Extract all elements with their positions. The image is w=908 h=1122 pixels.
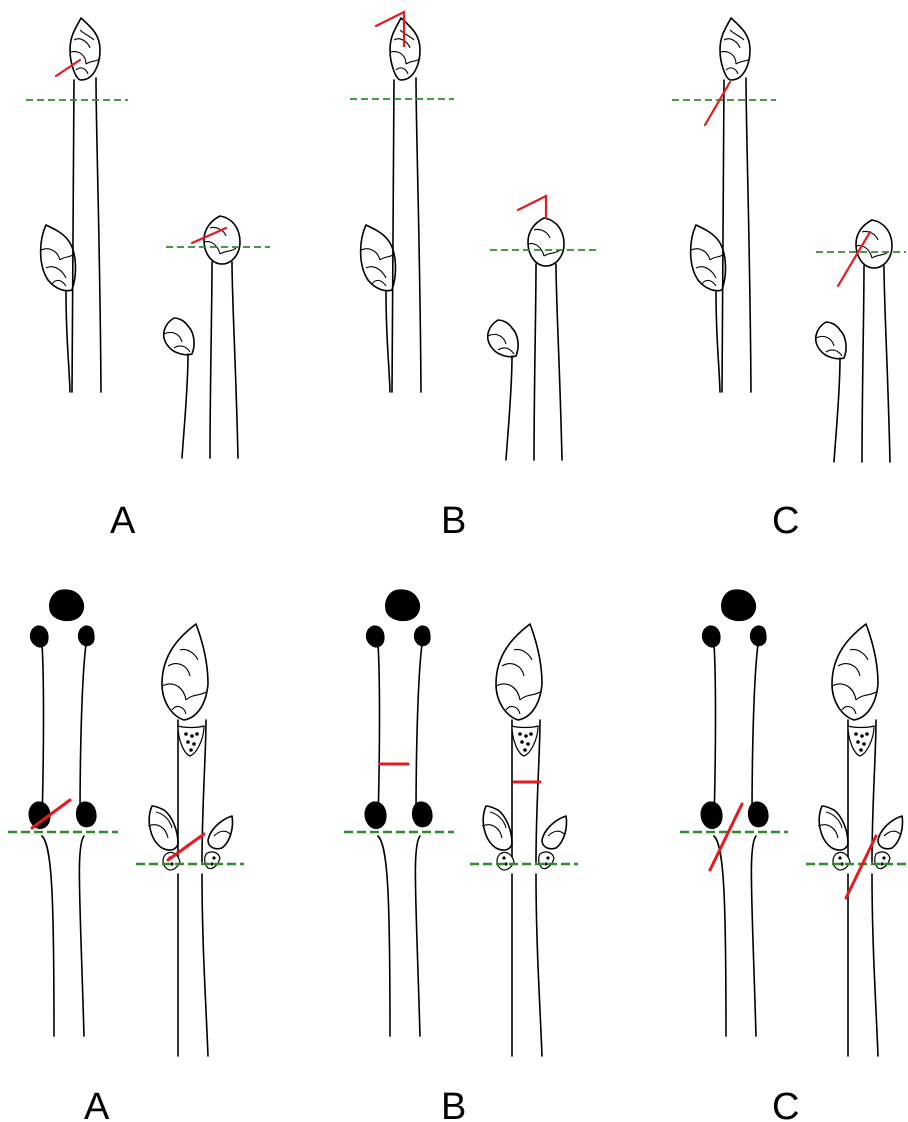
opposite-green-bud-shoot (148, 624, 233, 1056)
alternate-tall-shoot (691, 18, 751, 392)
pruning-cut (838, 232, 870, 286)
label-bottom-c: C (772, 1088, 799, 1122)
opposite-green-bud-shoot (482, 624, 567, 1056)
pruning-cut (56, 60, 80, 76)
top-panel-b (350, 12, 596, 460)
top-panel-a (26, 18, 270, 458)
alternate-tall-shoot (41, 18, 101, 392)
top-panel-c (672, 18, 906, 462)
label-bottom-a: A (84, 1088, 109, 1122)
pruning-cut (376, 12, 404, 46)
label-top-c: C (772, 502, 799, 540)
alternate-short-shoot (164, 216, 240, 458)
pruning-cut (168, 834, 204, 860)
pruning-cut (192, 228, 226, 243)
bottom-panel-a (8, 590, 244, 1056)
opposite-black-bud-shoot (365, 590, 432, 1036)
pruning-cut (518, 196, 546, 218)
opposite-green-bud-shoot (818, 624, 903, 1056)
opposite-black-bud-shoot (701, 590, 768, 1036)
pruning-cut (705, 82, 730, 125)
alternate-tall-shoot (361, 18, 421, 392)
label-bottom-b: B (441, 1088, 466, 1122)
label-top-a: A (110, 502, 135, 540)
bottom-panel-b (344, 590, 578, 1056)
opposite-black-bud-shoot (29, 590, 96, 1036)
label-top-b: B (441, 502, 466, 540)
bottom-panel-c (680, 590, 906, 1056)
alternate-short-shoot (488, 218, 564, 460)
alternate-short-shoot (816, 220, 892, 462)
